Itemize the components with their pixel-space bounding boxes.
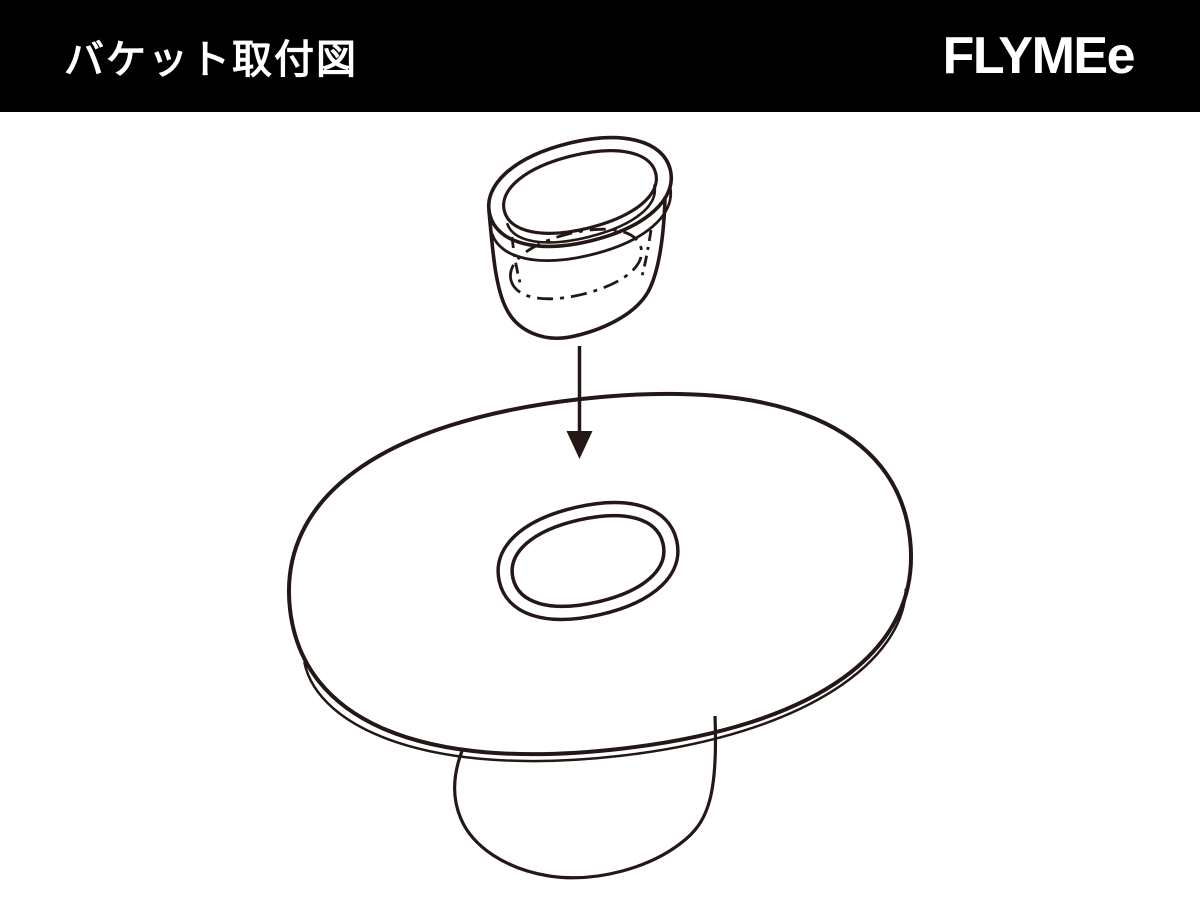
oval-table-illustration bbox=[286, 391, 914, 763]
bucket-rim bbox=[486, 135, 674, 262]
bucket-floor-hidden-line bbox=[509, 227, 643, 301]
pedestal-base bbox=[453, 715, 718, 880]
tabletop-bucket-cutout bbox=[496, 500, 680, 622]
bucket-hidden-wall-left bbox=[510, 236, 523, 287]
tabletop-thickness-edge bbox=[303, 588, 908, 763]
bucket-hidden-wall-right bbox=[639, 229, 653, 281]
header-bar: バケット取付図 FLYMEe bbox=[0, 0, 1200, 112]
brand-logo: FLYMEe bbox=[942, 27, 1136, 85]
bucket-illustration bbox=[486, 135, 674, 340]
arrowhead bbox=[566, 431, 593, 459]
down-arrow-icon bbox=[566, 346, 593, 459]
page-title: バケット取付図 bbox=[64, 38, 358, 82]
